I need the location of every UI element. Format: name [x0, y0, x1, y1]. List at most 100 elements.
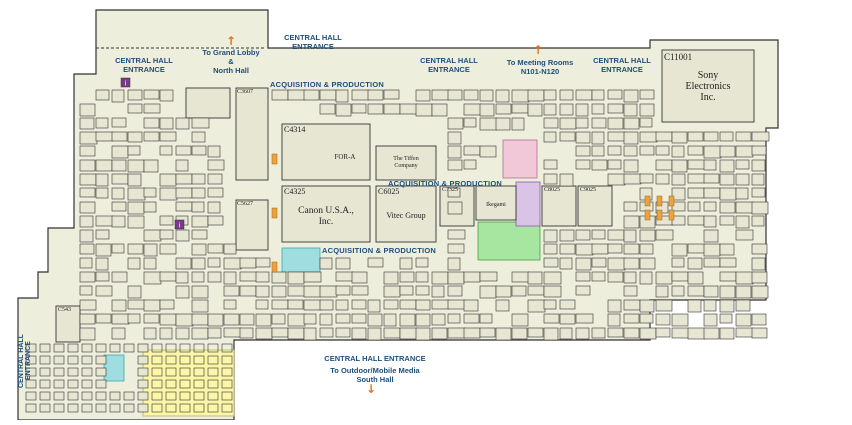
booth[interactable]: [511, 285, 527, 297]
booth[interactable]: [495, 327, 512, 341]
booth[interactable]: [39, 355, 51, 365]
booth[interactable]: [623, 215, 640, 229]
booth[interactable]: [111, 243, 125, 254]
booth[interactable]: [607, 257, 626, 271]
booth[interactable]: [559, 131, 576, 142]
booth[interactable]: [463, 159, 477, 170]
booth[interactable]: [479, 271, 498, 282]
booth[interactable]: [607, 299, 622, 313]
booth[interactable]: [67, 379, 79, 389]
booth[interactable]: [623, 103, 638, 117]
booth[interactable]: [751, 215, 765, 227]
booth[interactable]: [179, 343, 191, 353]
booth[interactable]: [623, 117, 640, 130]
booth[interactable]: [335, 271, 354, 282]
booth[interactable]: [221, 379, 233, 389]
booth[interactable]: [383, 89, 400, 100]
booth[interactable]: [367, 327, 382, 341]
booth[interactable]: [255, 313, 272, 327]
booth[interactable]: [367, 257, 384, 268]
booth[interactable]: [527, 285, 545, 296]
booth[interactable]: [735, 201, 754, 214]
booth[interactable]: [191, 215, 209, 228]
booth[interactable]: [53, 343, 65, 353]
booth[interactable]: [687, 327, 706, 340]
booth[interactable]: [111, 117, 127, 128]
booth[interactable]: [383, 103, 401, 115]
booth[interactable]: [127, 187, 146, 201]
booth[interactable]: [447, 229, 466, 240]
booth[interactable]: [751, 257, 766, 271]
booth[interactable]: [447, 131, 462, 145]
booth[interactable]: [143, 257, 157, 270]
booth[interactable]: [607, 89, 623, 100]
booth[interactable]: [735, 327, 754, 338]
booth[interactable]: [137, 343, 149, 353]
booth[interactable]: [735, 159, 750, 170]
booth[interactable]: [175, 285, 190, 299]
booth[interactable]: [687, 173, 706, 184]
booth[interactable]: [751, 145, 767, 156]
booth[interactable]: [207, 391, 219, 401]
booth[interactable]: [165, 367, 177, 377]
booth[interactable]: [271, 327, 289, 338]
booth[interactable]: [111, 131, 128, 142]
booth[interactable]: [287, 89, 306, 101]
booth[interactable]: [159, 89, 174, 102]
booth[interactable]: [655, 285, 669, 298]
booth[interactable]: [193, 355, 205, 365]
booth[interactable]: [287, 299, 304, 310]
booth[interactable]: [109, 391, 121, 401]
booth[interactable]: [335, 257, 351, 270]
booth[interactable]: [351, 327, 367, 340]
booth[interactable]: [655, 299, 673, 312]
booth[interactable]: [751, 271, 768, 284]
booth[interactable]: [319, 327, 334, 338]
booth[interactable]: [607, 103, 624, 114]
booth[interactable]: [623, 271, 637, 284]
booth[interactable]: [639, 173, 654, 184]
booth[interactable]: [127, 103, 143, 114]
booth[interactable]: [495, 299, 510, 312]
booth[interactable]: [447, 117, 464, 130]
booth[interactable]: [527, 103, 543, 117]
booth[interactable]: [179, 403, 191, 413]
booth[interactable]: [111, 173, 129, 185]
booth[interactable]: [543, 89, 557, 101]
booth[interactable]: [53, 367, 65, 377]
booth[interactable]: [191, 131, 206, 143]
booth[interactable]: [639, 271, 653, 285]
booth[interactable]: [575, 285, 591, 296]
booth[interactable]: [655, 159, 673, 171]
booth[interactable]: [303, 299, 322, 311]
booth[interactable]: [399, 299, 417, 310]
booth[interactable]: [575, 131, 591, 144]
booth[interactable]: [543, 313, 560, 324]
booth[interactable]: [159, 299, 175, 310]
booth[interactable]: [495, 117, 511, 131]
booth[interactable]: [431, 103, 448, 117]
booth[interactable]: [303, 313, 317, 325]
booth[interactable]: [591, 145, 605, 157]
booth[interactable]: [671, 173, 686, 186]
booth[interactable]: [671, 187, 686, 201]
booth[interactable]: [623, 243, 640, 255]
booth[interactable]: [591, 229, 606, 240]
booth[interactable]: [703, 229, 719, 243]
booth[interactable]: [607, 229, 625, 241]
booth[interactable]: [79, 215, 94, 228]
booth[interactable]: [159, 117, 174, 130]
booth[interactable]: [111, 145, 129, 159]
booth[interactable]: [623, 299, 641, 311]
booth-fora[interactable]: [281, 123, 371, 181]
booth[interactable]: [79, 271, 96, 283]
booth[interactable]: [95, 173, 109, 187]
booth[interactable]: [193, 403, 205, 413]
booth[interactable]: [703, 187, 721, 199]
booth[interactable]: [81, 379, 93, 389]
booth[interactable]: [255, 327, 273, 340]
booth[interactable]: [479, 285, 497, 299]
booth[interactable]: [735, 313, 752, 327]
booth[interactable]: [179, 379, 191, 389]
booth[interactable]: [25, 367, 37, 377]
